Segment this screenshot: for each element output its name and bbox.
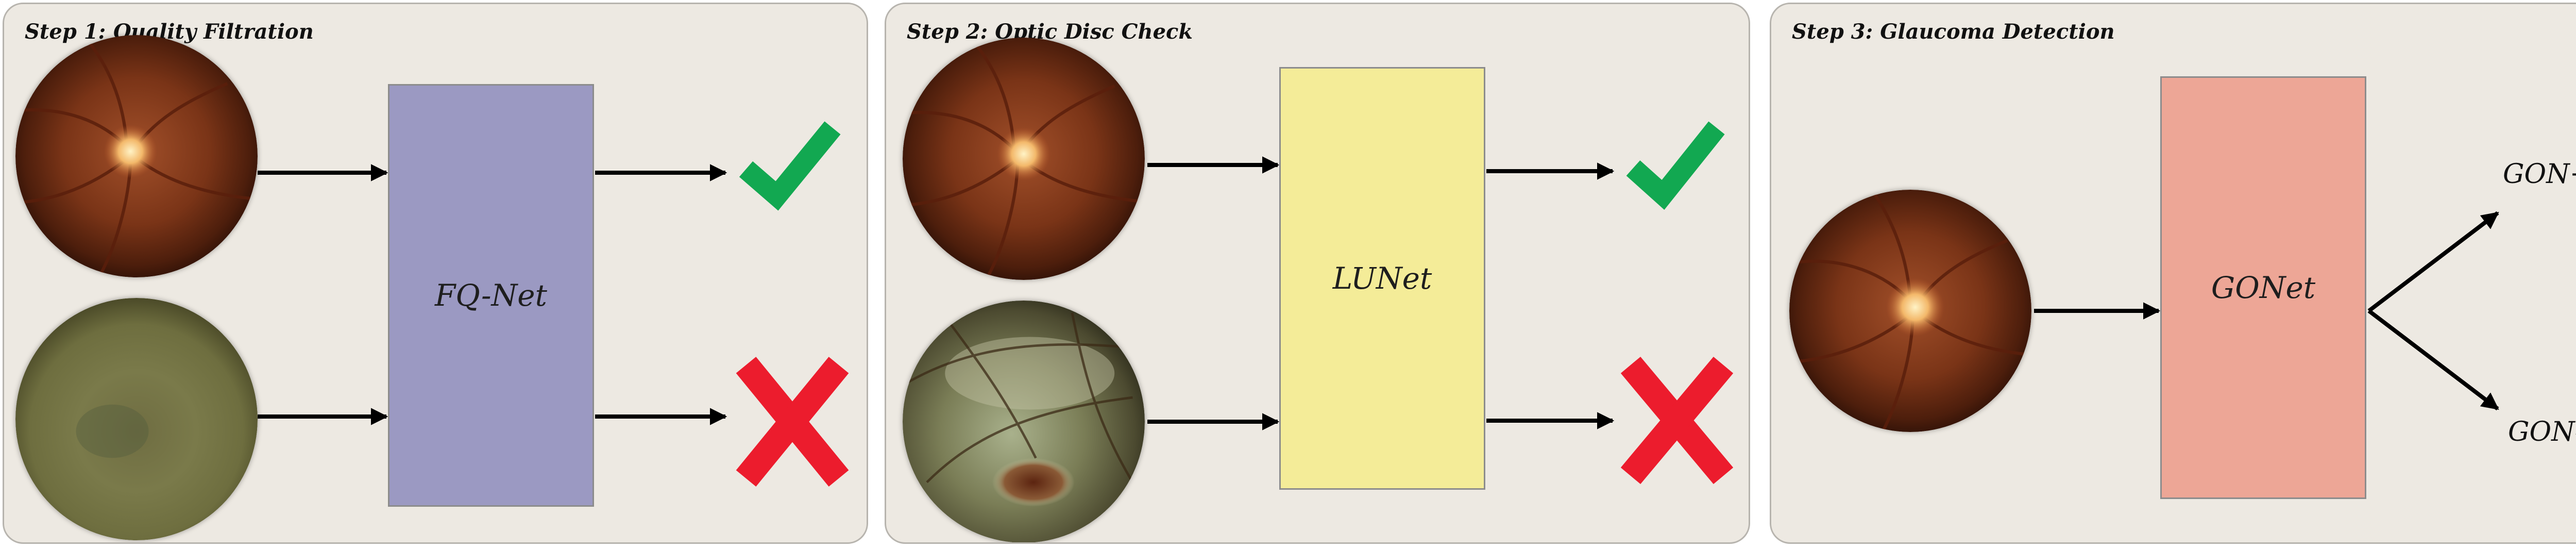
network-label: GONet (2211, 270, 2316, 305)
step-title: Step 3: Glaucoma Detection (1792, 20, 2115, 44)
gon-positive-label: GON+ (2503, 159, 2576, 190)
network-label: LUNet (1332, 261, 1432, 296)
lunet-block: LUNet (1279, 67, 1485, 490)
gon-negative-label: GON- (2508, 417, 2576, 447)
step-3-panel: Step 3: Glaucoma Detection GONet GON+ GO… (1770, 3, 2576, 544)
gonet-block: GONet (2160, 76, 2366, 499)
step-2-panel: Step 2: Optic Disc Check (885, 3, 1750, 544)
check-mark-icon (739, 121, 841, 211)
step-1-connectors (258, 121, 849, 487)
disc-centered-fundus-image (903, 38, 1145, 280)
step-2-connectors (1147, 121, 1734, 485)
step-3-connectors (2034, 211, 2499, 411)
cross-mark-icon (1620, 356, 1734, 485)
good-fundus-image (15, 35, 258, 277)
fundus-image (1789, 190, 2031, 432)
output-arrow (2367, 309, 2499, 411)
output-arrow (2367, 211, 2499, 313)
network-label: FQ-Net (435, 278, 547, 313)
off-center-fundus-image (903, 301, 1145, 542)
check-mark-icon (1626, 121, 1725, 210)
fq-net-block: FQ-Net (388, 84, 594, 507)
cross-mark-icon (736, 357, 849, 487)
step-1-panel: Step 1: Quality Filtration FQ-Net (3, 3, 868, 544)
step-title: Step 2: Optic Disc Check (907, 20, 1193, 44)
blurry-fundus-image (15, 298, 258, 540)
